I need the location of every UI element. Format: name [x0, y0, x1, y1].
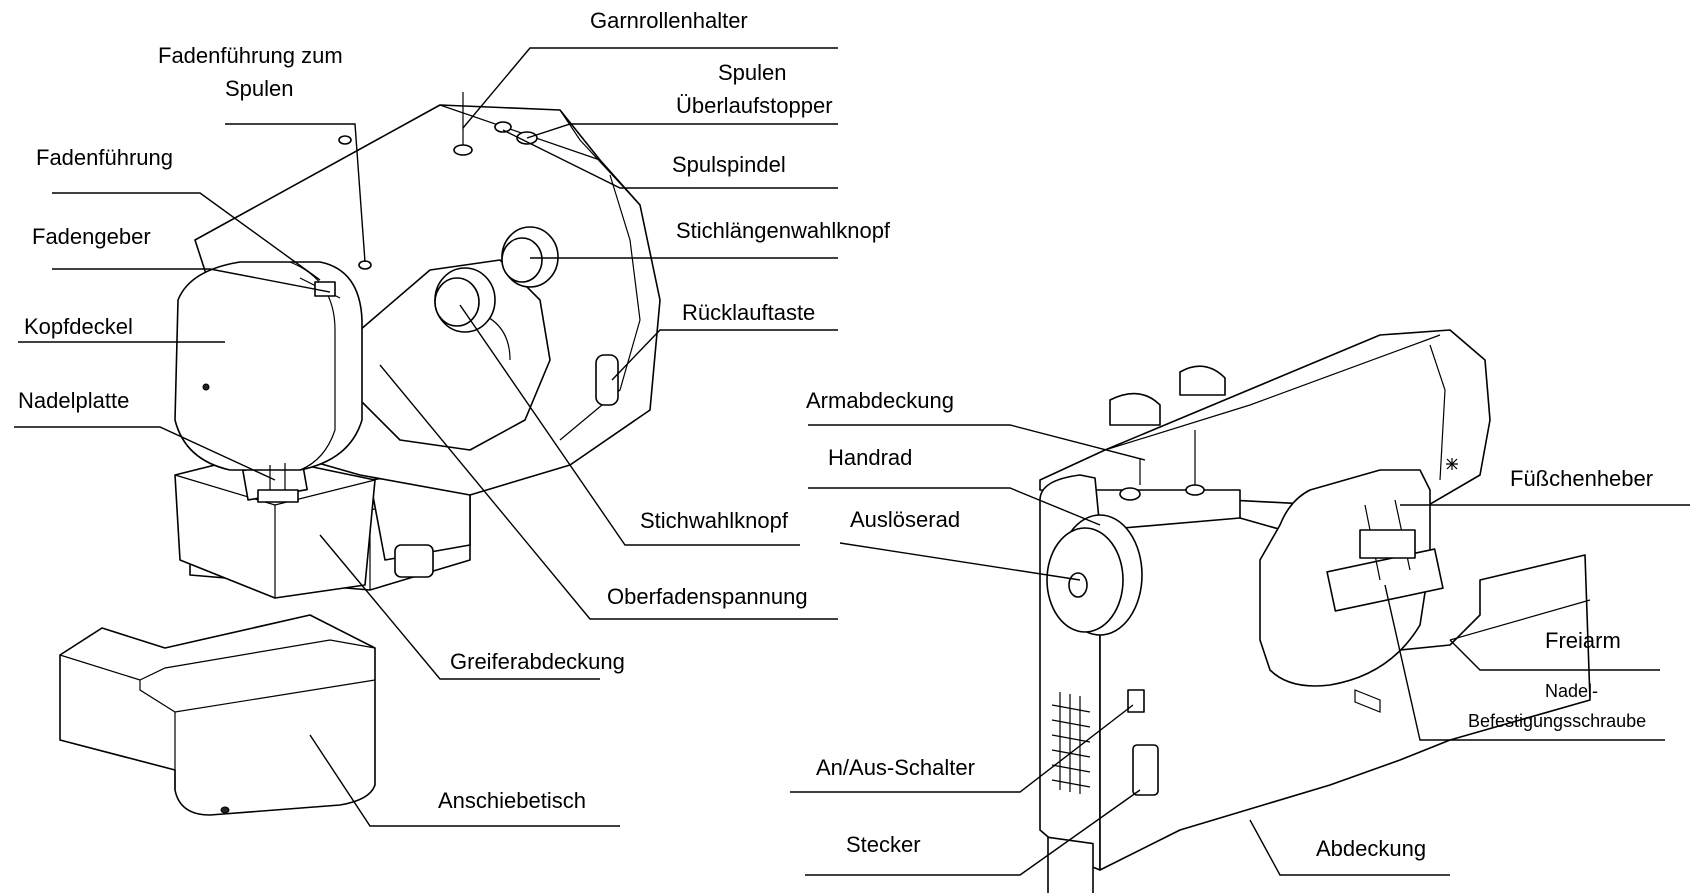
- leader-spulspindel: [502, 129, 838, 189]
- part-labels: Garnrollenhalter Fadenführung zum Spulen…: [18, 8, 1653, 861]
- label-fuesschenheber: Füßchenheber: [1510, 466, 1653, 491]
- leader-ausloeserad: [839, 542, 1081, 581]
- label-nadel-befestigung-line2: Befestigungsschraube: [1468, 711, 1646, 731]
- leader-lines: [14, 47, 1690, 876]
- leader-fadengeber: [52, 268, 331, 293]
- leader-handrad: [808, 487, 1101, 526]
- extension-table-illustration: [59, 614, 376, 816]
- label-stecker: Stecker: [846, 832, 921, 857]
- label-an-aus-schalter: An/Aus-Schalter: [816, 755, 975, 780]
- label-nadel-befestigung-line1: Nadel-: [1545, 681, 1598, 701]
- label-fadenfuehrung-spulen-line1: Fadenführung zum: [158, 43, 343, 68]
- label-kopfdeckel: Kopfdeckel: [24, 314, 133, 339]
- leader-garnrollenhalter: [462, 47, 838, 129]
- leader-fadenfuehrung-spulen: [225, 123, 366, 263]
- label-fadenfuehrung-spulen-line2: Spulen: [225, 76, 294, 101]
- label-handrad: Handrad: [828, 445, 912, 470]
- leader-nadel-befestigung: [1384, 584, 1665, 741]
- label-anschiebetisch: Anschiebetisch: [438, 788, 586, 813]
- leader-stecker: [805, 789, 1141, 876]
- label-greiferabdeckung: Greiferabdeckung: [450, 649, 625, 674]
- label-armabdeckung: Armabdeckung: [806, 388, 954, 413]
- label-fadengeber: Fadengeber: [32, 224, 151, 249]
- label-stichwahlknopf: Stichwahlknopf: [640, 508, 789, 533]
- leader-oberfadenspannung: [379, 364, 838, 620]
- leader-spulen-ueberlauf: [526, 123, 838, 139]
- leader-an-aus-schalter: [790, 704, 1134, 793]
- back-view-machine-illustration: [1039, 329, 1591, 893]
- label-spulspindel: Spulspindel: [672, 152, 786, 177]
- label-spulen-ueberlauf-line1: Spulen: [718, 60, 787, 85]
- ventilation-grid: [1047, 692, 1094, 893]
- label-spulen-ueberlauf-line2: Überlaufstopper: [676, 93, 833, 118]
- leader-fadenfuehrung: [52, 192, 321, 281]
- label-ruecklauftaste: Rücklauftaste: [682, 300, 815, 325]
- label-garnrollenhalter: Garnrollenhalter: [590, 8, 748, 33]
- label-abdeckung: Abdeckung: [1316, 836, 1426, 861]
- leader-armabdeckung: [808, 424, 1146, 461]
- leader-nadelplatte: [14, 426, 276, 481]
- label-stichlaengenwahlknopf: Stichlängenwahlknopf: [676, 218, 891, 243]
- leader-ruecklauftaste: [611, 329, 838, 381]
- label-nadelplatte: Nadelplatte: [18, 388, 129, 413]
- leader-freiarm: [1449, 639, 1660, 671]
- front-view-machine-illustration: [174, 92, 661, 599]
- leader-greiferabdeckung: [319, 534, 600, 680]
- label-freiarm: Freiarm: [1545, 628, 1621, 653]
- leader-anschiebetisch: [309, 734, 620, 827]
- label-fadenfuehrung: Fadenführung: [36, 145, 173, 170]
- leader-abdeckung: [1249, 819, 1450, 876]
- label-oberfadenspannung: Oberfadenspannung: [607, 584, 808, 609]
- leader-stichwahlknopf: [459, 304, 800, 546]
- label-ausloeserad: Auslöserad: [850, 507, 960, 532]
